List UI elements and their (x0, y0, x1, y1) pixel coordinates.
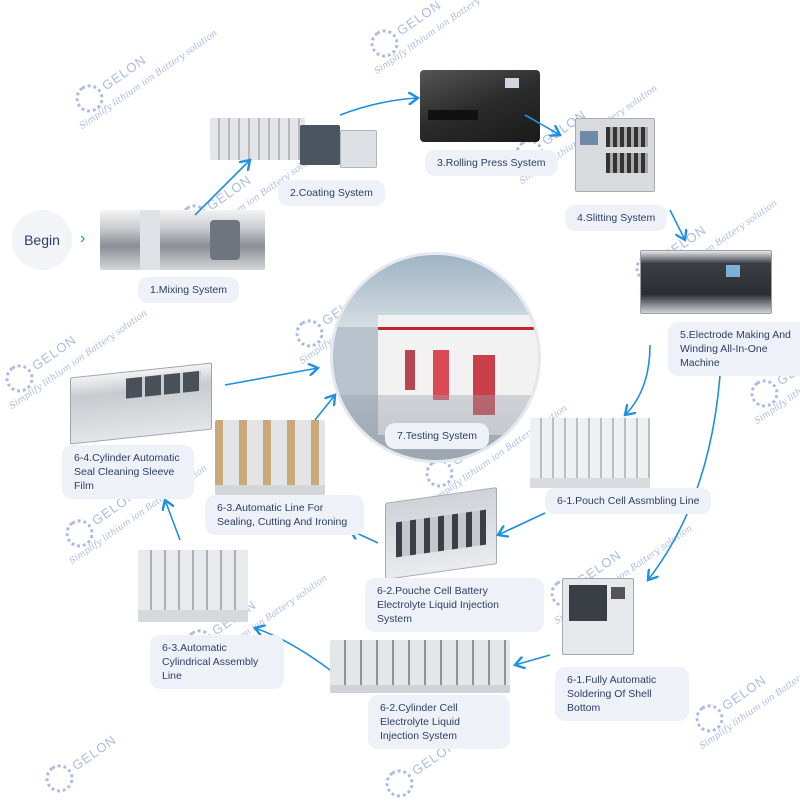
step-label-sealing: 6-3.Automatic Line For Sealing, Cutting … (205, 495, 364, 535)
electrode-winding-image (640, 250, 772, 314)
step-label-soldering: 6-1.Fully Automatic Soldering Of Shell B… (555, 667, 689, 721)
mixing-system-image (100, 210, 265, 270)
soldering-image (562, 578, 634, 655)
arrow-pouch-to-injection (498, 512, 546, 535)
arrow-cyl-assembly-to-sleeve (165, 500, 181, 541)
arrow-cyl-injection-to-cyl-assembly (255, 628, 331, 671)
step-label-slitting: 4.Slitting System (565, 205, 668, 231)
arrow-coating-to-rolling (339, 98, 418, 116)
step-label-cylindrical-assembly: 6-3.Automatic Cylindrical Assembly Line (150, 635, 284, 689)
chevron-right-icon: › (80, 230, 86, 247)
arrow-sealing-to-testing (314, 395, 335, 421)
arrow-soldering-to-cyl-injection (515, 654, 551, 665)
arrow-slitting-to-electrode (669, 209, 685, 240)
step-label-cylinder-injection: 6-2.Cylinder Cell Electrolyte Liquid Inj… (368, 695, 510, 749)
slitting-system-image (575, 118, 655, 192)
step-label-mixing: 1.Mixing System (138, 277, 240, 303)
step-label-rolling: 3.Rolling Press System (425, 150, 558, 176)
step-label-pouch-assembling: 6-1.Pouch Cell Assmbling Line (545, 488, 712, 514)
cylinder-injection-image (330, 640, 510, 693)
coating-system-image (210, 118, 305, 160)
arrow-rolling-to-slitting (524, 114, 560, 135)
arrow-mixing-to-coating (194, 160, 250, 216)
arrow-sleeve-to-testing (224, 368, 318, 386)
cylindrical-assembly-image (138, 550, 248, 622)
arrow-electrode-to-pouch (625, 344, 651, 415)
step-label-sleeve-film: 6-4.Cylinder Automatic Seal Cleaning Sle… (62, 445, 194, 499)
coating-system-image-2 (300, 125, 340, 165)
pouch-assembling-image (530, 418, 650, 488)
step-label-pouch-injection: 6-2.Pouche Cell Battery Electrolyte Liqu… (365, 578, 544, 632)
coating-system-image-3 (340, 130, 377, 168)
step-label-electrode: 5.Electrode Making And Winding All-In-On… (668, 322, 800, 376)
sealing-line-image (215, 420, 325, 495)
arrow-electrode-to-soldering (648, 374, 721, 580)
step-label-coating: 2.Coating System (278, 180, 385, 206)
testing-system-image (330, 252, 541, 463)
rolling-press-image (420, 70, 540, 142)
begin-node: Begin (12, 210, 72, 270)
step-label-testing: 7.Testing System (385, 423, 489, 449)
